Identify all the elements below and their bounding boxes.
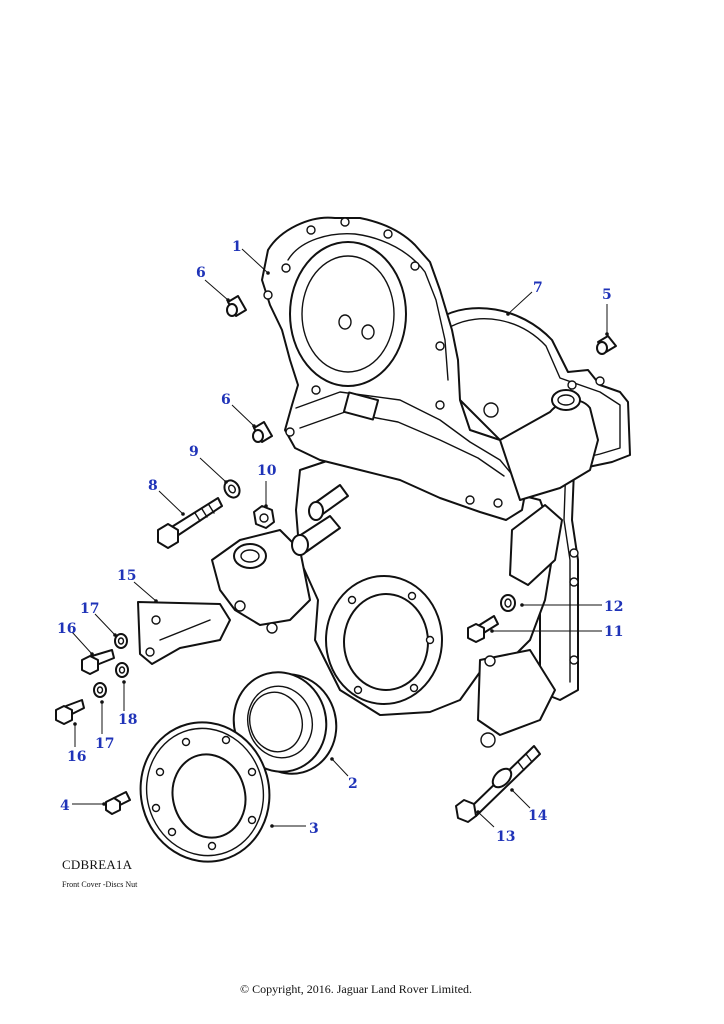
callout-2: 2 [348,776,358,792]
callout-11: 11 [604,624,623,640]
drawing-code: CDBREA1A [62,857,133,872]
bolt-13 [455,799,477,823]
leader-lines [71,248,609,828]
callout-6-upper: 6 [196,265,206,281]
bolt-16-upper [81,649,115,675]
callout-12: 12 [604,599,623,615]
bolt-11 [467,615,499,643]
callout-16-lower: 16 [67,749,86,765]
callout-numbers: 1 6 7 5 6 9 10 8 15 17 16 18 17 16 4 2 3… [57,239,623,845]
bolt-4 [105,791,131,815]
callout-8: 8 [148,478,158,494]
bolt-8 [157,497,223,549]
callout-5: 5 [602,287,612,303]
stud-14 [469,745,541,817]
washer-12 [500,594,516,612]
spring-washer-17-upper [114,633,128,649]
callout-3: 3 [309,821,319,837]
callout-15: 15 [117,568,136,584]
front-cover-housing [211,216,599,748]
callout-9: 9 [189,444,199,460]
callout-16-upper: 16 [57,621,76,637]
callout-13: 13 [496,829,515,845]
callout-17-lower: 17 [95,736,114,752]
seal-retainer-plate [139,721,271,863]
spring-washer-17-lower [93,682,107,698]
copyright-notice: © Copyright, 2016. Jaguar Land Rover Lim… [239,982,473,996]
bracket-15 [137,601,231,665]
washer-18 [115,662,129,678]
dowel-5 [596,335,617,355]
callout-14: 14 [528,808,548,824]
drawing-subtitle: Front Cover -Discs Nut [62,880,138,889]
nut-10 [253,505,275,529]
callout-17-upper: 17 [80,601,99,617]
dowel-upper [226,295,247,317]
callout-6-lower: 6 [221,392,231,408]
callout-7: 7 [533,280,543,296]
dowel-lower [252,421,273,443]
callout-10: 10 [257,463,277,479]
crank-oil-seal [232,671,338,775]
callout-1: 1 [232,239,242,255]
callout-4: 4 [60,798,70,814]
bolt-16-lower [55,699,85,725]
callout-18: 18 [118,712,137,728]
